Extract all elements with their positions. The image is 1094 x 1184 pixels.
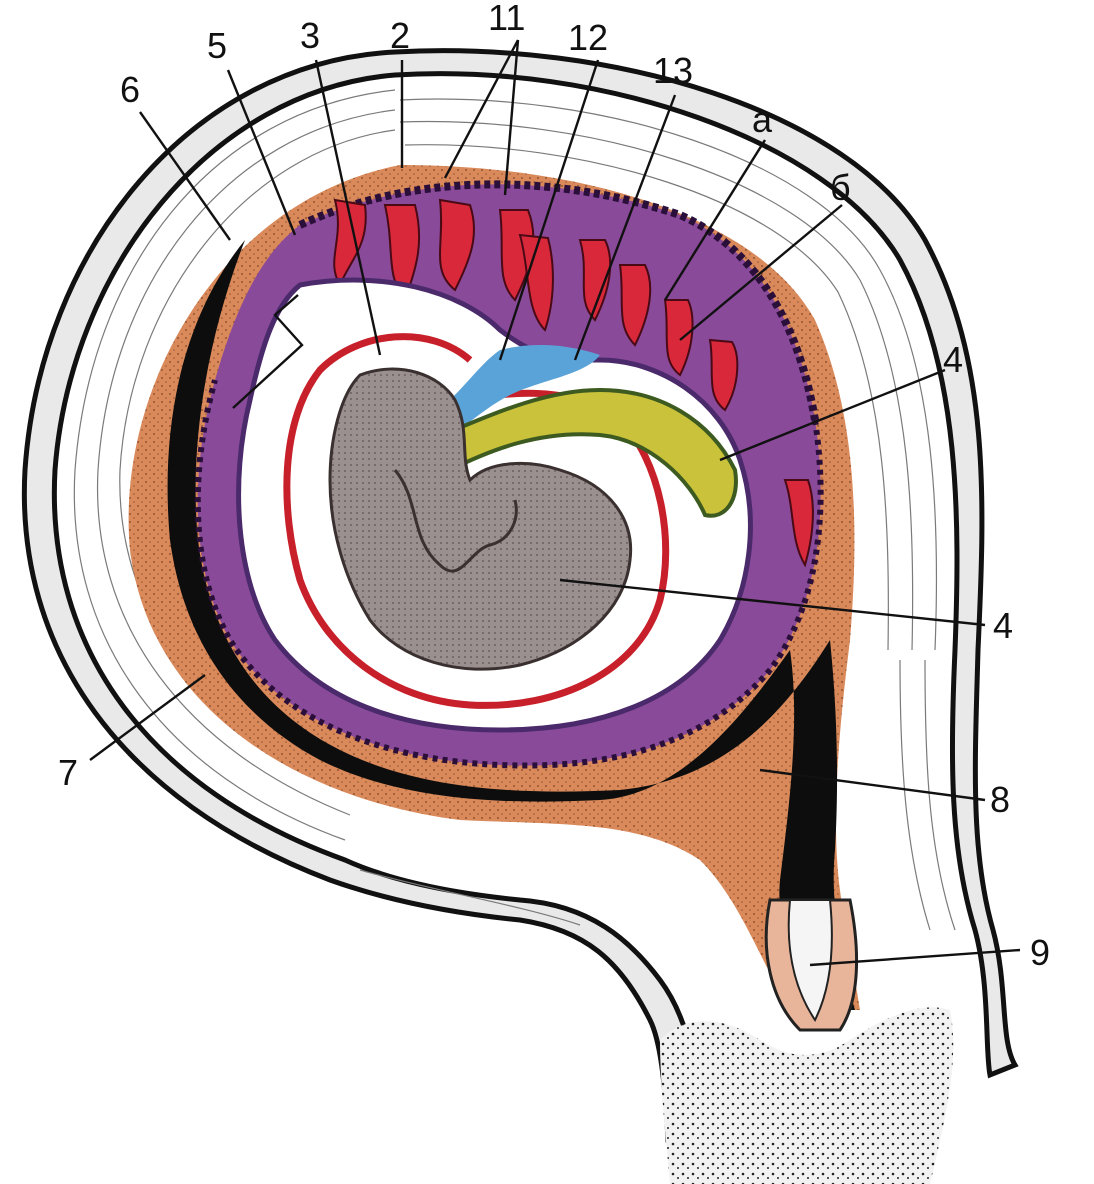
label-5: 5: [207, 25, 227, 66]
cervix: [660, 898, 954, 1184]
umbilical-stalk: [419, 345, 600, 460]
label-8: 8: [990, 779, 1010, 820]
leader-lines: [89, 39, 1021, 967]
embryo: [328, 367, 633, 671]
label-6: 6: [120, 69, 140, 110]
label-12: 12: [568, 17, 608, 58]
yolk-sac: [426, 387, 738, 518]
label-11: 11: [488, 0, 525, 38]
label-a: а: [752, 99, 773, 140]
labels: 2 3 5 6 11 12 13 а б 4 4 7 8 9: [58, 0, 1050, 973]
label-b: б: [830, 167, 851, 208]
label-7: 7: [58, 752, 78, 793]
label-4-bottom: 4: [993, 605, 1013, 646]
label-3: 3: [300, 15, 320, 56]
label-9: 9: [1030, 932, 1050, 973]
label-4-top: 4: [943, 339, 963, 380]
label-2: 2: [390, 15, 410, 56]
label-13: 13: [653, 50, 693, 91]
chorionic-villi: [333, 198, 814, 568]
